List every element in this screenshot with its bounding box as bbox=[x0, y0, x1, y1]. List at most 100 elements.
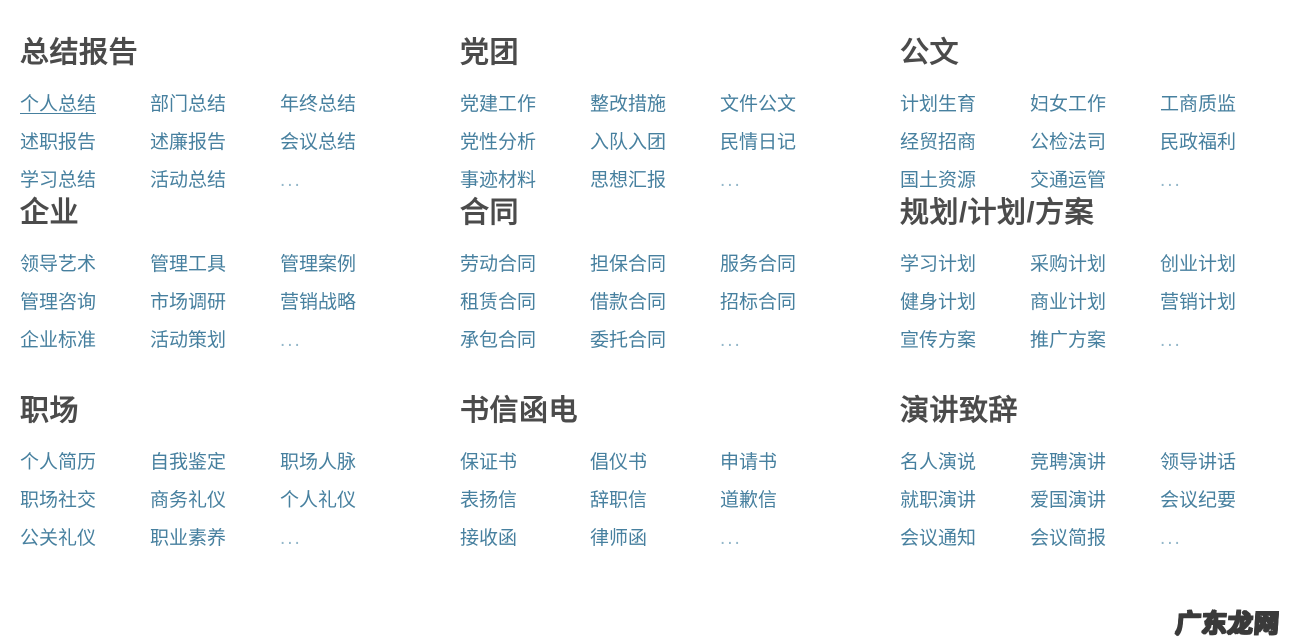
category-link[interactable]: 公检法司 bbox=[1030, 132, 1107, 154]
category-link[interactable]: 妇女工作 bbox=[1030, 94, 1107, 116]
category-group-row: 企业 领导艺术 管理工具 管理案例 管理咨询 市场调研 营销战略 企业标准 活动… bbox=[0, 198, 1292, 396]
category-link[interactable]: 借款合同 bbox=[590, 292, 667, 314]
category-link[interactable]: 活动策划 bbox=[150, 330, 227, 352]
category-link-more[interactable]: ... bbox=[280, 170, 302, 192]
category-link[interactable]: 市场调研 bbox=[150, 292, 227, 314]
category-link[interactable]: 营销战略 bbox=[280, 292, 357, 314]
category-link[interactable]: 商业计划 bbox=[1030, 292, 1107, 314]
category-link[interactable]: 活动总结 bbox=[150, 170, 227, 192]
group-title: 企业 bbox=[20, 197, 80, 229]
category-link[interactable]: 管理案例 bbox=[280, 254, 357, 276]
category-link[interactable]: 文件公文 bbox=[720, 94, 797, 116]
category-link[interactable]: 营销计划 bbox=[1160, 292, 1237, 314]
category-link[interactable]: 健身计划 bbox=[900, 292, 977, 314]
category-link[interactable]: 入队入团 bbox=[590, 132, 667, 154]
category-link-more[interactable]: ... bbox=[720, 330, 742, 352]
category-link[interactable]: 职场人脉 bbox=[280, 452, 357, 474]
group-title: 总结报告 bbox=[20, 37, 139, 69]
category-link[interactable]: 经贸招商 bbox=[900, 132, 977, 154]
category-link[interactable]: 事迹材料 bbox=[460, 170, 537, 192]
category-link[interactable]: 会议总结 bbox=[280, 132, 357, 154]
category-link[interactable]: 整改措施 bbox=[590, 94, 667, 116]
category-link[interactable]: 领导讲话 bbox=[1160, 452, 1237, 474]
category-link[interactable]: 职业素养 bbox=[150, 528, 227, 550]
category-link[interactable]: 会议通知 bbox=[900, 528, 977, 550]
category-link[interactable]: 会议纪要 bbox=[1160, 490, 1237, 512]
category-link[interactable]: 律师函 bbox=[590, 528, 648, 550]
category-group-enterprise: 企业 领导艺术 管理工具 管理案例 管理咨询 市场调研 营销战略 企业标准 活动… bbox=[0, 198, 440, 360]
category-link[interactable]: 租赁合同 bbox=[460, 292, 537, 314]
category-link-more[interactable]: ... bbox=[1160, 170, 1182, 192]
link-grid: 党建工作 整改措施 文件公文 党性分析 入队入团 民情日记 事迹材料 思想汇报 … bbox=[460, 86, 880, 200]
category-group-summary-report: 总结报告 个人总结 部门总结 年终总结 述职报告 述廉报告 会议总结 学习总结 … bbox=[0, 38, 440, 200]
category-link[interactable]: 宣传方案 bbox=[900, 330, 977, 352]
category-group-plan-scheme: 规划/计划/方案 学习计划 采购计划 创业计划 健身计划 商业计划 营销计划 宣… bbox=[880, 198, 1292, 360]
category-link[interactable]: 就职演讲 bbox=[900, 490, 977, 512]
category-group-contract: 合同 劳动合同 担保合同 服务合同 租赁合同 借款合同 招标合同 承包合同 委托… bbox=[440, 198, 880, 360]
category-link[interactable]: 爱国演讲 bbox=[1030, 490, 1107, 512]
category-link[interactable]: 公关礼仪 bbox=[20, 528, 97, 550]
category-link[interactable]: 接收函 bbox=[460, 528, 518, 550]
category-link[interactable]: 辞职信 bbox=[590, 490, 648, 512]
category-link-more[interactable]: ... bbox=[280, 330, 302, 352]
category-link[interactable]: 名人演说 bbox=[900, 452, 977, 474]
category-link[interactable]: 述廉报告 bbox=[150, 132, 227, 154]
category-link[interactable]: 采购计划 bbox=[1030, 254, 1107, 276]
group-title: 合同 bbox=[460, 197, 520, 229]
category-link[interactable]: 民情日记 bbox=[720, 132, 797, 154]
category-link[interactable]: 服务合同 bbox=[720, 254, 797, 276]
category-link[interactable]: 道歉信 bbox=[720, 490, 778, 512]
category-link[interactable]: 党建工作 bbox=[460, 94, 537, 116]
category-link[interactable]: 创业计划 bbox=[1160, 254, 1237, 276]
category-link-more[interactable]: ... bbox=[720, 528, 742, 550]
category-link-more[interactable]: ... bbox=[1160, 330, 1182, 352]
category-link[interactable]: 保证书 bbox=[460, 452, 518, 474]
category-link-more[interactable]: ... bbox=[720, 170, 742, 192]
category-link[interactable]: 思想汇报 bbox=[590, 170, 667, 192]
category-link[interactable]: 申请书 bbox=[720, 452, 778, 474]
category-group-letters: 书信函电 保证书 倡仪书 申请书 表扬信 辞职信 道歉信 接收函 律师函 ... bbox=[440, 396, 880, 558]
category-link[interactable]: 自我鉴定 bbox=[150, 452, 227, 474]
category-link[interactable]: 工商质监 bbox=[1160, 94, 1237, 116]
category-link[interactable]: 计划生育 bbox=[900, 94, 977, 116]
category-link[interactable]: 商务礼仪 bbox=[150, 490, 227, 512]
category-link[interactable]: 倡仪书 bbox=[590, 452, 648, 474]
category-link[interactable]: 述职报告 bbox=[20, 132, 97, 154]
category-link[interactable]: 党性分析 bbox=[460, 132, 537, 154]
category-link[interactable]: 学习计划 bbox=[900, 254, 977, 276]
category-link[interactable]: 民政福利 bbox=[1160, 132, 1237, 154]
link-grid: 个人总结 部门总结 年终总结 述职报告 述廉报告 会议总结 学习总结 活动总结 … bbox=[20, 86, 440, 200]
category-link[interactable]: 学习总结 bbox=[20, 170, 97, 192]
category-link[interactable]: 承包合同 bbox=[460, 330, 537, 352]
category-link[interactable]: 担保合同 bbox=[590, 254, 667, 276]
link-grid: 个人简历 自我鉴定 职场人脉 职场社交 商务礼仪 个人礼仪 公关礼仪 职业素养 … bbox=[20, 444, 440, 558]
category-link[interactable]: 年终总结 bbox=[280, 94, 357, 116]
category-link[interactable]: 竞聘演讲 bbox=[1030, 452, 1107, 474]
category-link[interactable]: 职场社交 bbox=[20, 490, 97, 512]
category-link[interactable]: 管理咨询 bbox=[20, 292, 97, 314]
link-grid: 学习计划 采购计划 创业计划 健身计划 商业计划 营销计划 宣传方案 推广方案 … bbox=[900, 246, 1292, 360]
category-link[interactable]: 劳动合同 bbox=[460, 254, 537, 276]
category-link[interactable]: 推广方案 bbox=[1030, 330, 1107, 352]
category-link[interactable]: 个人总结 bbox=[20, 94, 97, 116]
category-link[interactable]: 领导艺术 bbox=[20, 254, 97, 276]
category-link[interactable]: 企业标准 bbox=[20, 330, 97, 352]
category-link[interactable]: 国土资源 bbox=[900, 170, 977, 192]
category-link[interactable]: 委托合同 bbox=[590, 330, 667, 352]
category-link[interactable]: 交通运管 bbox=[1030, 170, 1107, 192]
link-grid: 名人演说 竞聘演讲 领导讲话 就职演讲 爱国演讲 会议纪要 会议通知 会议简报 … bbox=[900, 444, 1292, 558]
category-link[interactable]: 会议简报 bbox=[1030, 528, 1107, 550]
category-link-more[interactable]: ... bbox=[280, 528, 302, 550]
category-link[interactable]: 部门总结 bbox=[150, 94, 227, 116]
category-link[interactable]: 管理工具 bbox=[150, 254, 227, 276]
category-link[interactable]: 表扬信 bbox=[460, 490, 518, 512]
group-title: 演讲致辞 bbox=[900, 395, 1019, 427]
category-link[interactable]: 招标合同 bbox=[720, 292, 797, 314]
category-link[interactable]: 个人简历 bbox=[20, 452, 97, 474]
link-grid: 劳动合同 担保合同 服务合同 租赁合同 借款合同 招标合同 承包合同 委托合同 … bbox=[460, 246, 880, 360]
category-group-workplace: 职场 个人简历 自我鉴定 职场人脉 职场社交 商务礼仪 个人礼仪 公关礼仪 职业… bbox=[0, 396, 440, 558]
category-group-party-league: 党团 党建工作 整改措施 文件公文 党性分析 入队入团 民情日记 事迹材料 思想… bbox=[440, 38, 880, 200]
category-link-more[interactable]: ... bbox=[1160, 528, 1182, 550]
category-link[interactable]: 个人礼仪 bbox=[280, 490, 357, 512]
